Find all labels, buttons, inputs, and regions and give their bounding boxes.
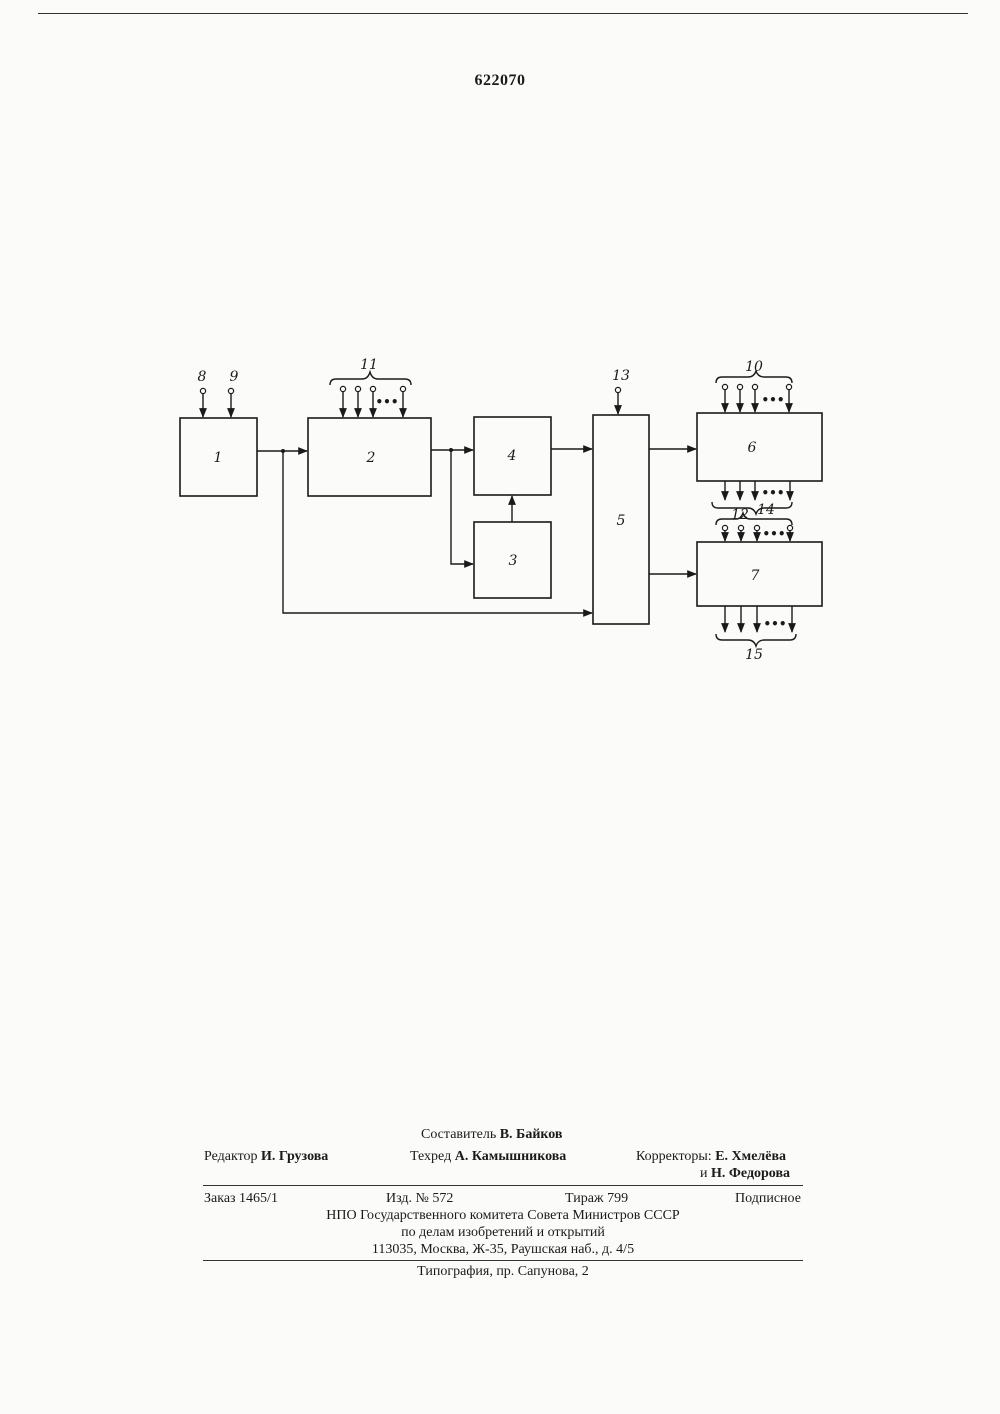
block-diagram: 1 2 3 4 5 6 7 xyxy=(0,0,1000,720)
subscription-note: Подписное xyxy=(735,1191,801,1207)
correctors-line: Корректоры: Е. Хмелёва xyxy=(636,1149,786,1165)
input-bus-10: 10 ••• xyxy=(716,359,792,412)
input-bus-12: 12 ••• xyxy=(716,507,793,541)
block-7: 7 xyxy=(697,542,822,606)
input-terminals-8-9: 8 9 xyxy=(198,369,239,417)
imprint-top-rule xyxy=(203,1185,803,1186)
block-2: 2 xyxy=(308,418,431,496)
corrector-2-name: Н. Федорова xyxy=(711,1166,790,1181)
org-address: 113035, Москва, Ж-35, Раушская наб., д. … xyxy=(203,1242,803,1258)
block-5-label: 5 xyxy=(617,513,626,529)
block-7-label: 7 xyxy=(751,568,760,584)
block-2-label: 2 xyxy=(366,450,376,466)
block-3-label: 3 xyxy=(509,553,518,569)
techred-prefix: Техред xyxy=(410,1149,451,1164)
input-bus-11: 11 ••• xyxy=(330,357,411,417)
block-6-label: 6 xyxy=(748,440,757,456)
block-3: 3 xyxy=(474,522,551,598)
editor-prefix: Редактор xyxy=(204,1149,258,1164)
compiler-prefix: Составитель xyxy=(421,1127,496,1142)
imprint-bottom-rule xyxy=(203,1260,803,1261)
terminal-8-label: 8 xyxy=(198,369,207,385)
block-4-label: 4 xyxy=(507,448,517,464)
output-bus-15: ••• 15 xyxy=(716,606,796,663)
correctors-line-2: и Н. Федорова xyxy=(700,1166,790,1182)
editor-name: И. Грузова xyxy=(261,1149,328,1164)
input-terminal-13: 13 xyxy=(612,368,630,414)
terminal-11-label: 11 xyxy=(360,357,378,373)
org-line-2: по делам изобретений и открытий xyxy=(203,1225,803,1241)
org-line-1: НПО Государственного комитета Совета Мин… xyxy=(203,1208,803,1224)
block-4: 4 xyxy=(474,417,551,495)
order-number: Заказ 1465/1 xyxy=(204,1191,278,1207)
techred-name: А. Камышникова xyxy=(455,1149,567,1164)
bus-12-ellipsis: ••• xyxy=(762,527,785,541)
bus-15-ellipsis: ••• xyxy=(763,617,786,631)
correctors-prefix: Корректоры: xyxy=(636,1149,712,1164)
terminal-14-label: 14 xyxy=(757,502,775,518)
compiler-name: В. Байков xyxy=(500,1127,563,1142)
printing-house: Типография, пр. Сапунова, 2 xyxy=(203,1264,803,1280)
bus-14-ellipsis: ••• xyxy=(761,486,784,500)
terminal-13-label: 13 xyxy=(612,368,630,384)
block-6: 6 xyxy=(697,413,822,481)
compiler-line: Составитель В. Байков xyxy=(421,1127,562,1143)
bus-10-ellipsis: ••• xyxy=(761,393,784,407)
corrector-1-name: Е. Хмелёва xyxy=(715,1149,786,1164)
block-5: 5 xyxy=(593,415,649,624)
bus-11-ellipsis: ••• xyxy=(375,395,398,409)
connection-lines xyxy=(257,448,696,613)
block-1: 1 xyxy=(180,418,257,496)
terminal-15-label: 15 xyxy=(745,647,763,663)
editor-line: Редактор И. Грузова xyxy=(204,1149,328,1165)
terminal-9-label: 9 xyxy=(230,369,239,385)
techred-line: Техред А. Камышникова xyxy=(410,1149,566,1165)
terminal-10-label: 10 xyxy=(745,359,763,375)
block-1-label: 1 xyxy=(214,450,223,466)
correctors-conj: и xyxy=(700,1166,708,1181)
circulation: Тираж 799 xyxy=(565,1191,628,1207)
output-bus-14: ••• 14 xyxy=(712,481,792,518)
edition-number: Изд. № 572 xyxy=(386,1191,453,1207)
terminal-12-label: 12 xyxy=(731,507,749,523)
